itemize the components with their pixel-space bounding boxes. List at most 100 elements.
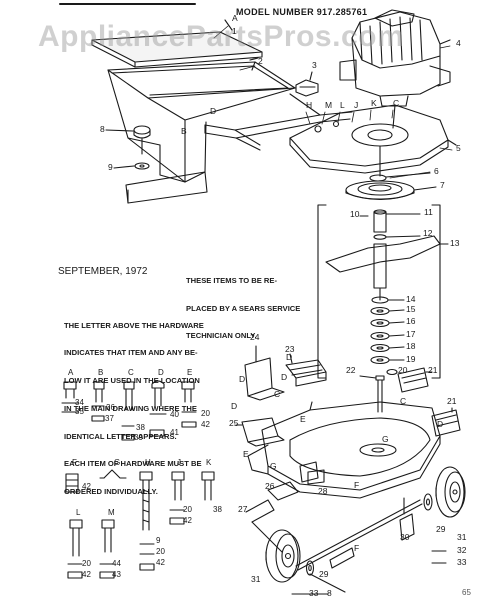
part-callout: J [354, 100, 359, 111]
part-callout: C [274, 389, 281, 400]
washer-part-29-right [423, 493, 433, 511]
hardware-callout: K [206, 457, 212, 467]
hardware-callout: D [158, 367, 164, 377]
hardware-callout: M [108, 507, 115, 517]
motor-plate-part-5 [289, 104, 457, 177]
model-number-label: MODEL NUMBER 917.285761 [236, 7, 368, 17]
part-callout: 13 [450, 238, 460, 249]
hardware-callout: G [114, 457, 121, 467]
part-callout: A [232, 13, 238, 24]
hardware-callout: 37 [105, 413, 114, 423]
hardware-callout: 42 [201, 419, 210, 429]
note-line: THESE ITEMS TO BE RE- [186, 276, 277, 286]
part-callout: G [270, 461, 277, 472]
part-callout: 32 [457, 545, 467, 556]
date-label: SEPTEMBER, 1972 [58, 266, 148, 277]
note-line: TECHNICIAN ONLY. [186, 330, 257, 340]
part-callout: D [281, 372, 288, 383]
part-callout: D [286, 352, 293, 363]
washer-part-29-left [305, 560, 315, 576]
hardware-bolt-j [169, 471, 185, 525]
part-callout: 18 [406, 341, 416, 352]
part-callout: D [210, 106, 217, 117]
hardware-callout: 41 [170, 427, 179, 437]
hardware-bolt-e [181, 381, 197, 428]
leader-lines [213, 25, 453, 179]
note-line: INDICATES THAT ITEM AND ANY BE- [64, 348, 198, 358]
wheel-right-part-31 [435, 466, 466, 518]
part-callout: 31 [251, 574, 261, 585]
part-callout: 14 [406, 294, 416, 305]
part-callout: 33 [457, 557, 467, 568]
hardware-callout: 35 [75, 406, 84, 416]
part-callout: D [239, 374, 246, 385]
guard-part-25 [235, 417, 285, 447]
part-callout: 15 [406, 304, 416, 315]
page-number: 65 [462, 588, 471, 597]
deflector-part-21 [397, 367, 461, 437]
note-line: ORDERED INDIVIDUALLY. [64, 487, 158, 496]
hardware-callout: A [68, 367, 74, 377]
part-callout: 30 [400, 532, 410, 543]
hardware-bolt-h [139, 471, 155, 571]
axle [291, 499, 423, 595]
hardware-callout: 44 [112, 558, 121, 568]
hardware-callout: F [72, 457, 77, 467]
spreader-shaft-part-11 [359, 209, 421, 240]
hardware-bolt-c [121, 381, 135, 441]
clip-part-3 [295, 71, 319, 97]
part-callout: 20 [398, 365, 408, 376]
part-callout: 28 [318, 486, 328, 497]
part-callout: 26 [265, 481, 275, 492]
brace-part-27 [245, 481, 299, 553]
hardware-callout: 20 [82, 558, 91, 568]
hardware-callout: 40 [170, 409, 179, 419]
hardware-legend-note: THE LETTER ABOVE THE HARDWARE INDICATES … [64, 302, 204, 506]
bolt-part-22 [359, 375, 385, 413]
note-line: LOW IT ARE USED IN THE LOCATION [64, 376, 200, 385]
part-callout: 25 [229, 418, 239, 429]
part-callout: C [393, 98, 400, 109]
hardware-callout: C [128, 367, 134, 377]
part-callout: 8 [100, 124, 105, 135]
part-callout: 33 [309, 588, 319, 599]
part-callout: 17 [406, 329, 416, 340]
note-line: IN THE MAIN DRAWING WHERE THE [64, 403, 197, 413]
hardware-callout: B [98, 367, 104, 377]
part-callout: 10 [350, 209, 360, 220]
part-callout: 31 [457, 532, 467, 543]
hopper-part-2 [107, 57, 296, 204]
note-line: PLACED BY A SEARS SERVICE [186, 303, 301, 313]
bracket-part-24 [244, 345, 285, 401]
note-line: EACH ITEM OF HARDWARE MUST BE [64, 459, 202, 469]
part-callout: E [243, 449, 249, 460]
part-callout: 8 [327, 588, 332, 599]
part-callout: 4 [456, 38, 461, 49]
part-callout: 19 [406, 354, 416, 365]
hardware-callout: J [177, 457, 181, 467]
hardware-bolt-d [149, 380, 167, 437]
part-callout: 27 [238, 504, 248, 515]
part-callout: 21 [428, 365, 438, 376]
part-callout: 29 [319, 569, 329, 580]
hardware-callout: 38 [213, 504, 222, 514]
wheel-left-part-31 [265, 529, 301, 583]
hardware-bolt-b [91, 381, 105, 422]
watermark-text: AppliancePartsPros.com [38, 20, 405, 53]
frame-rails [204, 93, 353, 151]
part-callout: 1 [232, 26, 237, 37]
pulley-part-7 [345, 172, 437, 200]
part-callout: 24 [250, 332, 260, 343]
hardware-callout: 39 [134, 432, 143, 442]
hardware-callout: 20 [183, 504, 192, 514]
part-callout: H [306, 100, 313, 111]
spreader-housing [247, 401, 441, 499]
part-callout: 11 [424, 207, 433, 218]
hardware-clip-g [99, 469, 127, 479]
hardware-callout: 43 [112, 569, 121, 579]
hopper-lid-part-1 [91, 19, 263, 68]
hardware-callout: L [76, 507, 81, 517]
part-callout: L [340, 100, 345, 111]
part-callout: 6 [434, 166, 439, 177]
